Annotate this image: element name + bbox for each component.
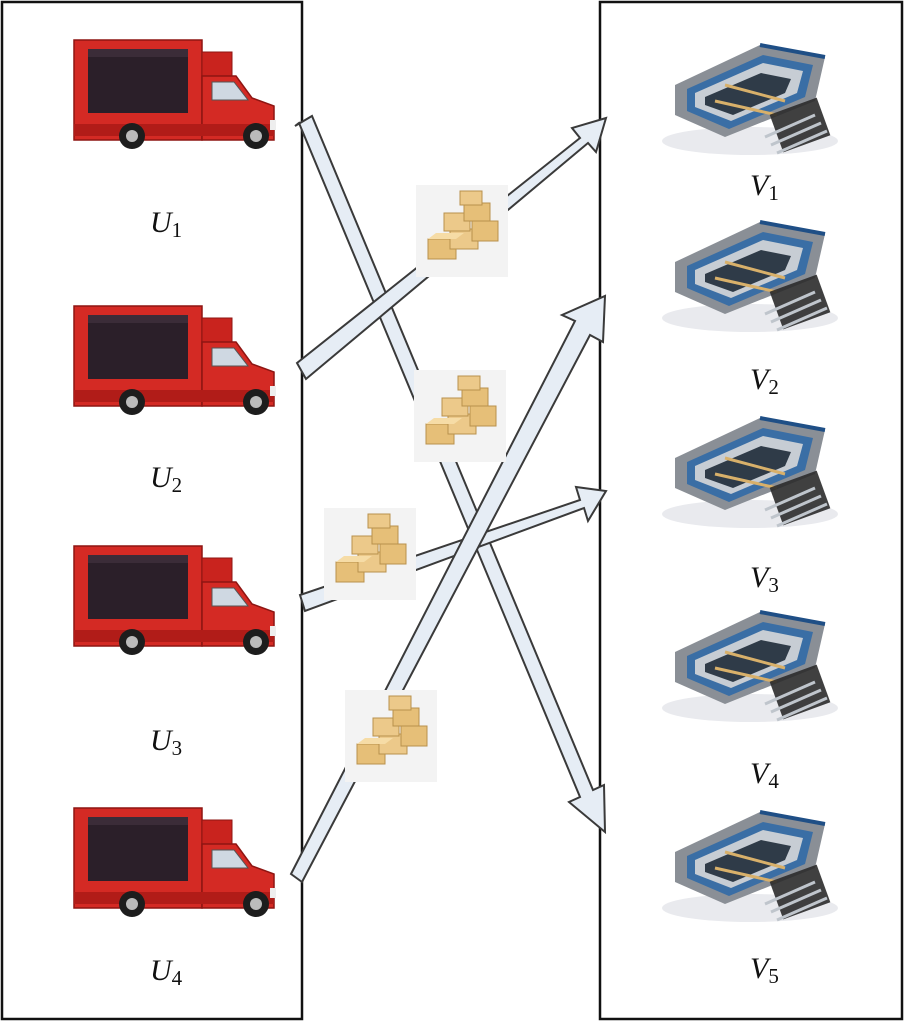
vehicles-panel [0,0,304,1021]
warehouse-index: 3 [768,573,779,597]
svg-text:U3: U3 [150,724,182,760]
warehouse-index: 1 [768,181,779,205]
vehicle-list: U1 U2 U3 U4 [73,39,277,990]
warehouse-index: 4 [768,769,779,793]
vehicle-letter: U [150,954,174,987]
warehouse-v2: V2 [660,220,840,399]
warehouse-letter: V [750,169,772,202]
red-truck-icon [73,545,277,656]
vehicle-u1: U1 [73,39,277,242]
warehouse-letter: V [750,952,772,985]
cargo-icons [323,184,509,783]
red-truck-icon [73,807,277,918]
warehouse-letter: V [750,561,772,594]
vehicle-index: 2 [172,473,183,497]
warehouse-icon [660,810,840,924]
warehouse-v5: V5 [660,810,840,988]
stacked-boxes-icon [323,507,417,601]
svg-text:V3: V3 [750,561,779,597]
vehicle-u3: U3 [73,545,277,760]
stacked-boxes-icon [413,369,507,463]
warehouse-list: V1 V2 V3 V4 V5 [660,43,840,988]
warehouse-icon [660,220,840,334]
warehouse-v1: V1 [660,43,840,205]
red-truck-icon [73,305,277,416]
warehouses-panel [598,0,904,1021]
arrow-u1-v5 [294,114,607,835]
vehicle-u4: U4 [73,807,277,990]
svg-text:V2: V2 [750,363,779,399]
warehouse-icon [660,610,840,724]
vehicle-index: 1 [172,218,183,242]
svg-text:V4: V4 [750,757,779,793]
svg-text:V5: V5 [750,952,779,988]
svg-text:U2: U2 [150,461,182,497]
vehicle-index: 3 [172,736,183,760]
stacked-boxes-icon [415,184,509,278]
warehouse-icon [660,416,840,530]
warehouse-index: 5 [768,964,779,988]
vehicle-letter: U [150,724,174,757]
vehicle-index: 4 [172,966,183,990]
svg-text:V1: V1 [750,169,779,205]
vehicle-letter: U [150,206,174,239]
warehouse-letter: V [750,757,772,790]
warehouse-letter: V [750,363,772,396]
warehouse-v3: V3 [660,416,840,597]
stacked-boxes-icon [344,689,438,783]
svg-text:U1: U1 [150,206,182,242]
warehouse-v4: V4 [660,610,840,793]
svg-text:U4: U4 [150,954,183,990]
warehouse-icon [660,43,840,157]
red-truck-icon [73,39,277,150]
warehouse-index: 2 [768,375,779,399]
vehicle-u2: U2 [73,305,277,497]
vehicle-letter: U [150,461,174,494]
